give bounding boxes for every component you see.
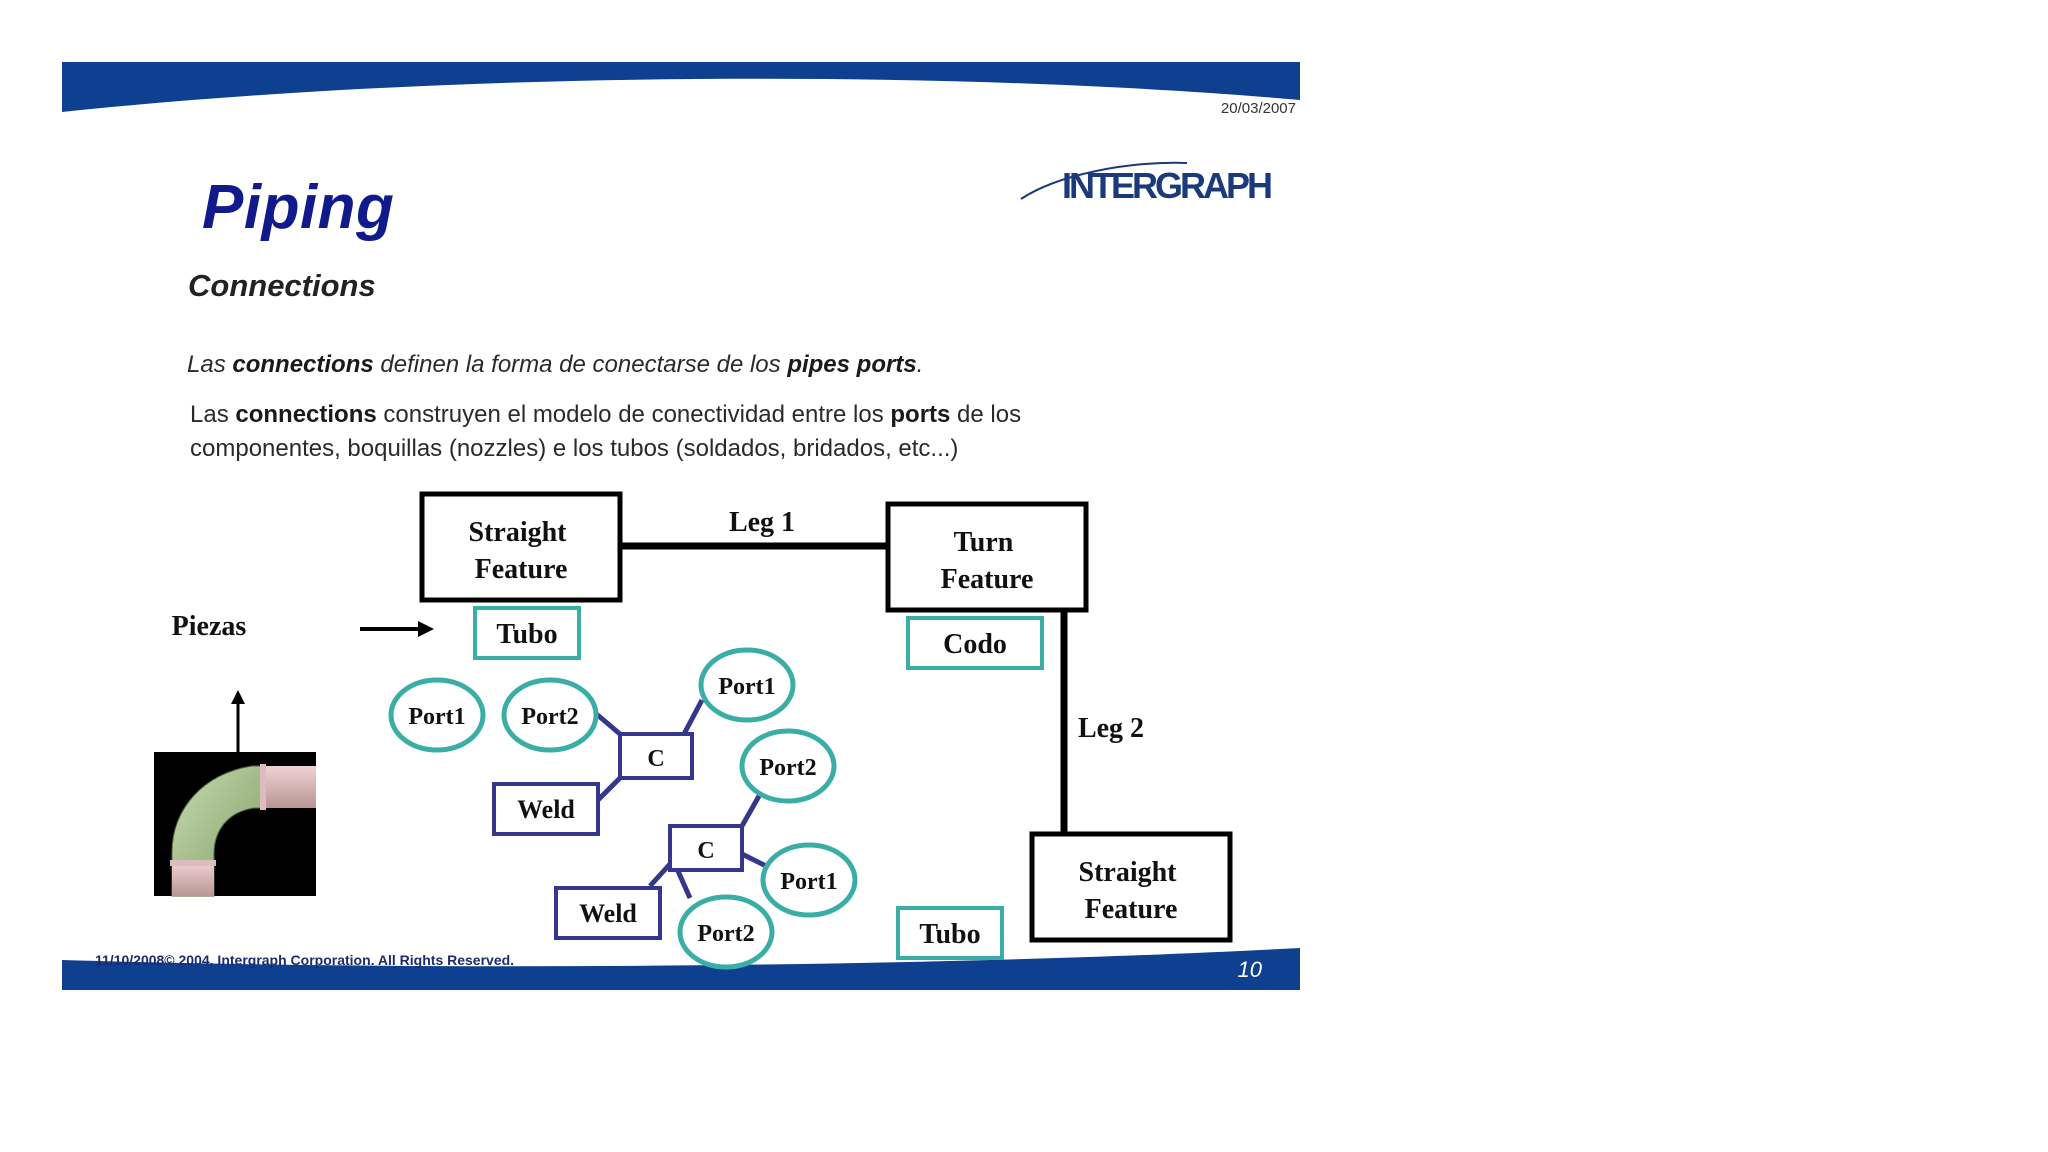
slide-date: 20/03/2007 — [1220, 100, 1296, 117]
piezas-arrowhead — [418, 621, 434, 637]
piezas-label: Piezas — [172, 611, 247, 642]
svg-text:INTERGRAPH: INTERGRAPH — [1062, 165, 1272, 206]
port1-ellipse-b — [698, 647, 796, 723]
codo-box — [906, 616, 1044, 670]
bottom-band — [62, 948, 1300, 990]
connection-box-2 — [668, 824, 744, 872]
tubo-box-2 — [896, 906, 1004, 960]
top-band — [62, 62, 1300, 112]
straight-feature-label-1: Straight Feature — [469, 517, 574, 585]
straight-feature-box-1 — [419, 491, 623, 603]
connection-label-2: C — [697, 838, 714, 864]
slide: 20/03/2007 INTERGRAPH Piping Connections… — [62, 62, 1300, 990]
turn-feature-box — [885, 501, 1089, 613]
port1-ellipse-a — [388, 677, 486, 753]
leg1-label: Leg 1 — [729, 507, 795, 538]
port2-label-c: Port2 — [697, 921, 754, 947]
tubo-label-1: Tubo — [496, 619, 557, 650]
port2-ellipse-c — [677, 894, 775, 970]
weld-box-2 — [554, 886, 662, 940]
connection-label-1: C — [647, 746, 664, 772]
weld-label-1: Weld — [517, 795, 575, 824]
straight-feature-box-2 — [1029, 831, 1233, 943]
slide-subtitle: Connections — [188, 268, 376, 303]
connectivity-diagram: Straight Feature Leg 1 Turn Feature Stra… — [154, 491, 1233, 970]
detail-paragraph: Las connections construyen el modelo de … — [190, 401, 1022, 462]
port1-label-b: Port1 — [718, 674, 775, 700]
footer-copyright: 11/10/2008© 2004. Intergraph Corporation… — [95, 952, 515, 968]
port2-label-b: Port2 — [759, 755, 816, 781]
tubo-label-2: Tubo — [919, 919, 980, 950]
intro-sentence: Las connections definen la forma de cone… — [187, 351, 924, 378]
codo-label: Codo — [943, 629, 1007, 660]
slide-title: Piping — [202, 173, 395, 242]
straight-feature-label-2: Straight Feature — [1079, 857, 1184, 925]
pipe-elbow-image — [154, 690, 316, 897]
port2-ellipse-a — [501, 677, 599, 753]
port1-label-a: Port1 — [408, 704, 465, 730]
port2-ellipse-b — [739, 728, 837, 804]
port1-ellipse-c — [760, 842, 858, 918]
turn-feature-label: Turn Feature — [941, 527, 1034, 595]
tubo-box-1 — [473, 606, 581, 660]
port1-label-c: Port1 — [780, 869, 837, 895]
intergraph-logo: INTERGRAPH — [1020, 161, 1273, 206]
leg2-label: Leg 2 — [1078, 713, 1144, 744]
weld-box-1 — [492, 782, 600, 836]
connection-box-1 — [618, 732, 694, 780]
weld-label-2: Weld — [579, 899, 637, 928]
page-number: 10 — [1237, 957, 1262, 982]
port2-label-a: Port2 — [521, 704, 578, 730]
